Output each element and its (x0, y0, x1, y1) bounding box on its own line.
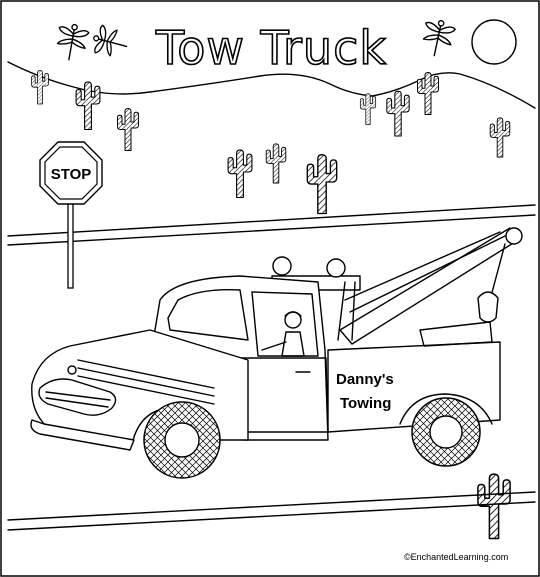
desert-hills (7, 61, 536, 109)
rear-wheel (411, 397, 481, 467)
site-credit: ©EnchantedLearning.com (404, 552, 508, 562)
door-text-line1: Danny's (336, 371, 394, 388)
page-title: Tow Truck (155, 21, 387, 75)
door-text-line2: Towing (340, 395, 391, 412)
sun-icon (471, 19, 517, 65)
road (7, 204, 536, 531)
tow-truck-icon: Danny's Towing (30, 227, 523, 479)
stop-sign-text: STOP (51, 166, 92, 183)
stop-sign-icon: STOP (39, 141, 103, 289)
front-wheel (143, 401, 221, 479)
